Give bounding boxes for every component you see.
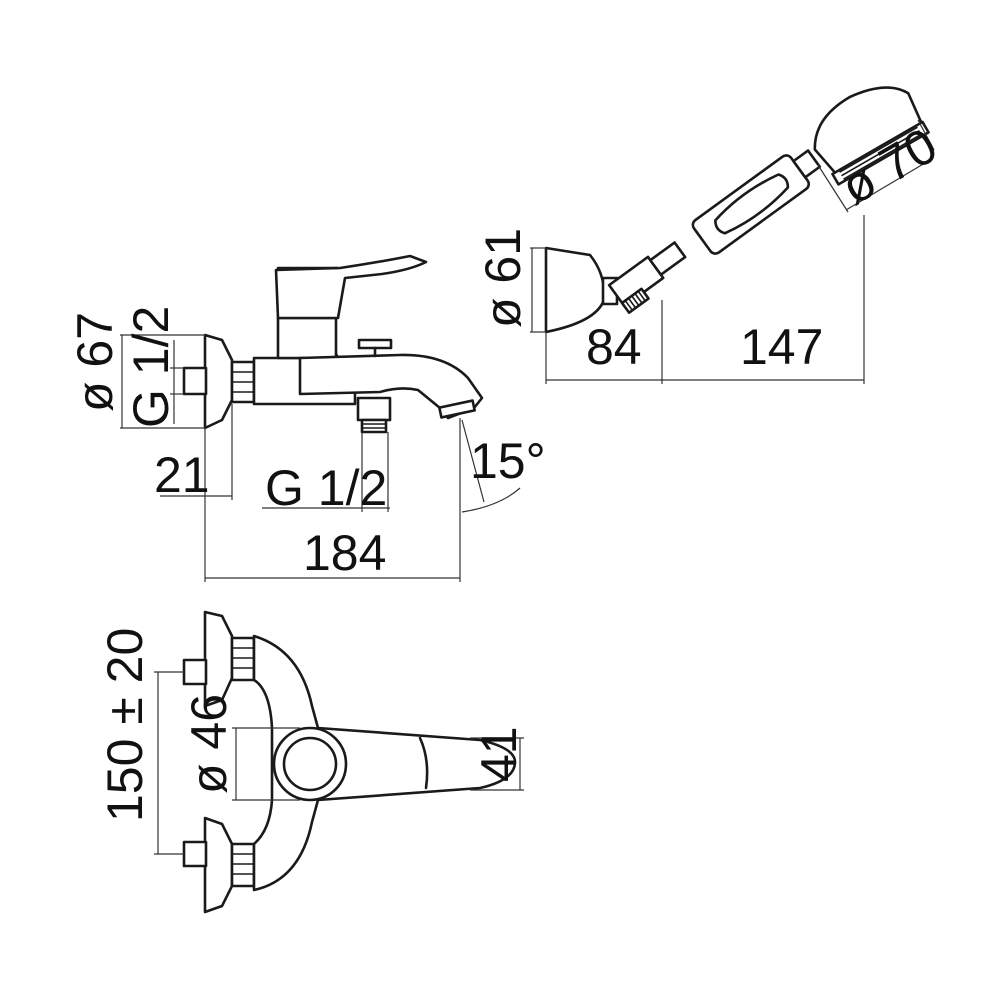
mixer-top-view (182, 610, 517, 914)
shower-outlet-thread (360, 418, 388, 434)
top-escutcheon-lower (203, 816, 234, 914)
hand-shower-dimensions (530, 119, 935, 384)
shower-handle (691, 154, 811, 255)
top-nut-upper (230, 636, 256, 682)
shower-outlet (356, 396, 392, 422)
top-knob-inner (282, 736, 338, 792)
hand-shower (544, 86, 930, 334)
top-view-dimensions (154, 671, 524, 855)
mixer-side-view (182, 254, 484, 434)
dim-handshower-length: 147 (740, 319, 823, 375)
top-view-labels: 150 ± 20 ø 46 41 (97, 628, 527, 822)
dim-inlet-centers: 150 ± 20 (97, 628, 153, 822)
wall-escutcheon (203, 333, 234, 430)
cartridge-housing (276, 316, 338, 360)
shower-head (813, 86, 926, 179)
side-view-dimensions (120, 334, 521, 582)
aerator (438, 399, 476, 419)
top-nut-lower (230, 842, 256, 888)
side-view-labels: ø 67 G 1/2 21 G 1/2 15° 184 (67, 306, 546, 581)
dim-wall-offset: 21 (154, 447, 210, 503)
top-escutcheon-upper (203, 610, 234, 708)
dim-top-knob-diameter: ø 46 (181, 694, 237, 794)
dim-outlet-thread: G 1/2 (265, 460, 387, 516)
dim-holder-depth: 84 (586, 319, 642, 375)
dim-spout-angle: 15° (470, 433, 546, 489)
dim-spout-width: 41 (471, 726, 527, 782)
dim-inlet-thread: G 1/2 (123, 306, 179, 428)
eccentric-connector (182, 366, 208, 396)
dim-overall-length: 184 (303, 525, 386, 581)
lever-handle (274, 254, 428, 320)
dim-holder-diameter: ø 61 (475, 228, 531, 328)
dim-body-diameter: ø 67 (67, 312, 123, 412)
